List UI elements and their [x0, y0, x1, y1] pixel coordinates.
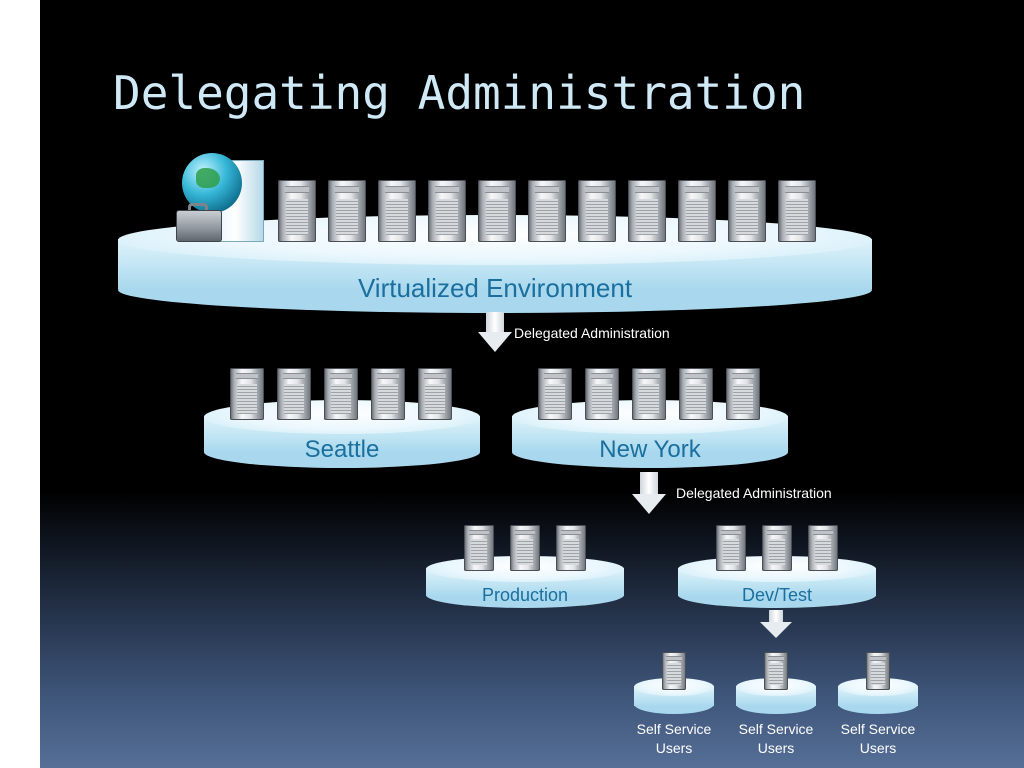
platform-new-york: New York [512, 400, 788, 468]
server-icon [726, 368, 760, 420]
server-icon [556, 525, 586, 571]
server-icon [278, 180, 316, 242]
platform-label: Seattle [304, 436, 380, 463]
server-icon [678, 180, 716, 242]
server-icon [808, 525, 838, 571]
server-icon [528, 180, 566, 242]
arrow-down-icon [632, 472, 666, 514]
server-icon [764, 652, 788, 690]
server-icon [762, 525, 792, 571]
platform-dev-test: Dev/Test [678, 556, 876, 608]
server-icon [230, 368, 264, 420]
server-icon [632, 368, 666, 420]
server-icon [478, 180, 516, 242]
server-icon [585, 368, 619, 420]
slide-left-margin [0, 0, 40, 768]
server-icon [578, 180, 616, 242]
arrow-label-delegated-administration: Delegated Administration [514, 325, 670, 341]
server-icon [728, 180, 766, 242]
arrow-down-icon [478, 312, 512, 352]
server-icon [371, 368, 405, 420]
platform-label: Production [481, 585, 569, 605]
self-service-users-label: Self Service Users [636, 721, 712, 756]
self-service-users-label: Self Service Users [738, 721, 814, 756]
platform-production: Production [426, 556, 624, 608]
server-icon [324, 368, 358, 420]
toolbox-handle [188, 203, 208, 211]
platform-label: Dev/Test [741, 585, 813, 605]
server-icon [418, 368, 452, 420]
toolbox-icon [176, 210, 222, 242]
platform-label: New York [599, 436, 701, 463]
server-icon [277, 368, 311, 420]
server-icon [464, 525, 494, 571]
server-icon [866, 652, 890, 690]
self-service-users-label: Self Service Users [840, 721, 916, 756]
slide-title: Delegating Administration [113, 66, 806, 120]
server-icon [378, 180, 416, 242]
globe-land-shape [196, 168, 220, 188]
server-icon [510, 525, 540, 571]
arrow-label-delegated-administration: Delegated Administration [676, 485, 832, 501]
arrow-down-icon [760, 610, 792, 638]
slide-canvas [40, 0, 1024, 768]
server-icon [428, 180, 466, 242]
server-icon [538, 368, 572, 420]
server-icon [778, 180, 816, 242]
server-icon [662, 652, 686, 690]
server-icon [328, 180, 366, 242]
server-icon [716, 525, 746, 571]
platform-label: Virtualized Environment [357, 273, 633, 303]
server-icon [628, 180, 666, 242]
server-icon [679, 368, 713, 420]
